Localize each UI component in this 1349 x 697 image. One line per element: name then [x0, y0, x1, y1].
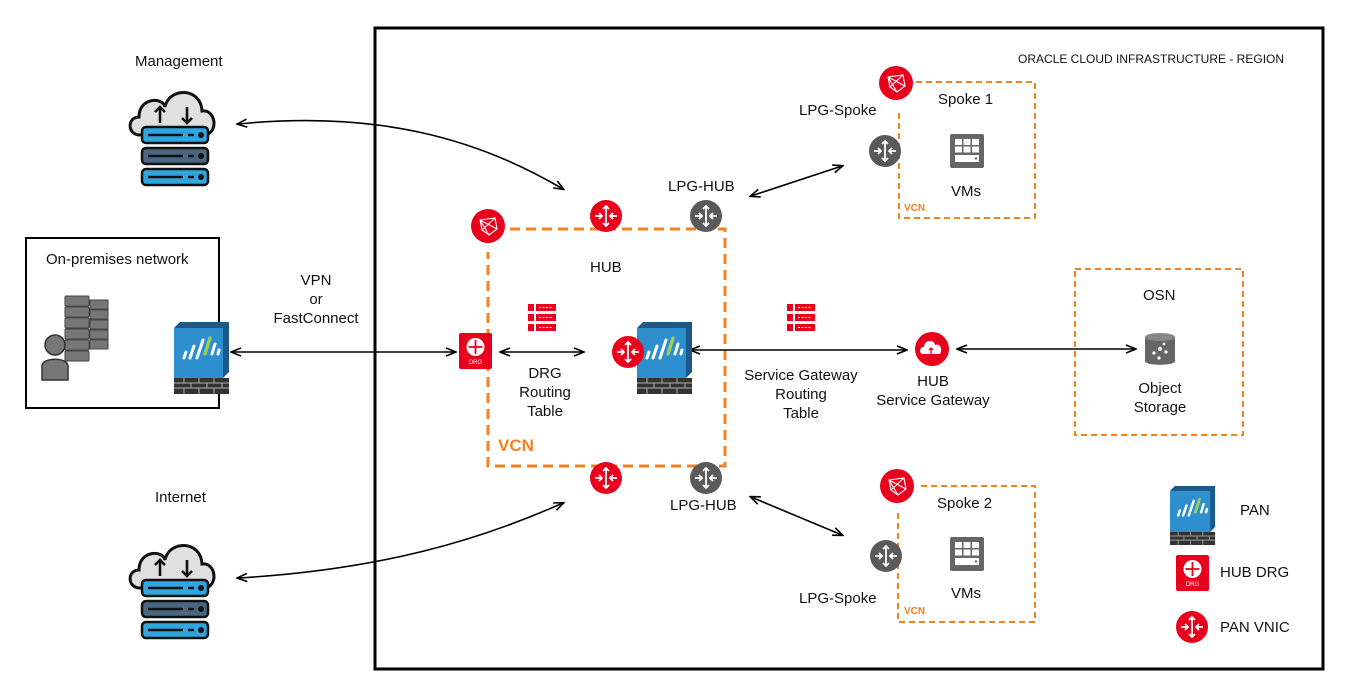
- lpg-hub-top-label: LPG-HUB: [668, 178, 735, 195]
- drg-routing-table-label: DRG Routing Table: [519, 365, 571, 420]
- hub-vcn-boundary: [486, 227, 727, 468]
- hub-security-list-icon[interactable]: [470, 208, 506, 244]
- lpg-spoke1-icon[interactable]: [869, 135, 901, 167]
- svg-text:DRG: DRG: [1186, 582, 1200, 588]
- hub-title: HUB: [590, 259, 622, 276]
- pan-vnic-bottom-icon[interactable]: [590, 462, 622, 494]
- pan-vnic-top-icon[interactable]: [590, 200, 622, 232]
- legend-drg-icon: DRG: [1176, 555, 1209, 591]
- onprem-user-servers-icon[interactable]: [41, 295, 109, 381]
- spoke1-vms-label: VMs: [951, 183, 981, 200]
- osn-title: OSN: [1143, 287, 1176, 304]
- spoke2-vcn-boundary: [897, 485, 1036, 623]
- spoke2-vcn-label: VCN: [904, 606, 926, 617]
- svg-text:DRG: DRG: [469, 360, 483, 366]
- hub-pan-firewall-icon[interactable]: [635, 320, 694, 396]
- spoke1-vcn-label: VCN: [904, 203, 926, 214]
- legend-pan-firewall-icon: [1168, 484, 1217, 547]
- management-label: Management: [135, 53, 223, 70]
- service-gateway-label: HUB Service Gateway: [876, 373, 990, 409]
- hub-vcn-label: VCN: [498, 436, 534, 455]
- lpg-spoke2-link: [751, 497, 842, 535]
- drg-routing-table-icon[interactable]: [527, 303, 557, 332]
- spoke1-vcn-boundary: [898, 81, 1036, 219]
- lpg-hub-bottom-label: LPG-HUB: [670, 497, 737, 514]
- legend-vnic-label: PAN VNIC: [1220, 619, 1290, 636]
- region-title: ORACLE CLOUD INFRASTRUCTURE - REGION: [1018, 52, 1285, 66]
- pan-vnic-center-icon[interactable]: [612, 336, 644, 368]
- spoke1-lpg-label: LPG-Spoke: [799, 102, 877, 119]
- sg-routing-table-label: Service Gateway Routing Table: [744, 367, 858, 422]
- spoke2-vms-label: VMs: [951, 585, 981, 602]
- spoke2-vms-icon[interactable]: [950, 537, 984, 571]
- spoke2-lpg-label: LPG-Spoke: [799, 590, 877, 607]
- lpg-hub-bottom-icon[interactable]: [690, 462, 722, 494]
- lpg-hub-top-icon[interactable]: [690, 200, 722, 232]
- spoke1-security-list-icon[interactable]: [878, 65, 914, 101]
- internet-label: Internet: [155, 489, 206, 506]
- service-gateway-icon[interactable]: [915, 332, 949, 366]
- onprem-pan-firewall-icon[interactable]: [172, 320, 231, 396]
- legend-pan-label: PAN: [1240, 502, 1270, 519]
- object-storage-label: Object Storage: [1133, 380, 1187, 416]
- vpn-label: VPN or FastConnect: [273, 272, 359, 327]
- internet-link: [238, 503, 563, 578]
- legend-drg-label: HUB DRG: [1220, 564, 1290, 581]
- management-link: [238, 121, 563, 189]
- legend-vnic-router-icon: [1176, 611, 1208, 643]
- spoke1-title: Spoke 1: [938, 91, 994, 108]
- spoke1-vms-icon[interactable]: [950, 134, 984, 168]
- internet-cloud-server-icon[interactable]: [128, 543, 216, 640]
- onprem-label: On-premises network: [46, 251, 189, 268]
- spoke2-security-list-icon[interactable]: [879, 468, 915, 504]
- sg-routing-table-icon[interactable]: [786, 303, 816, 332]
- management-cloud-server-icon[interactable]: [128, 90, 216, 187]
- hub-drg-icon[interactable]: DRG: [459, 333, 492, 369]
- lpg-spoke2-icon[interactable]: [870, 540, 902, 572]
- object-storage-icon[interactable]: [1145, 333, 1175, 365]
- spoke2-title: Spoke 2: [937, 495, 993, 512]
- lpg-spoke1-link: [751, 166, 842, 196]
